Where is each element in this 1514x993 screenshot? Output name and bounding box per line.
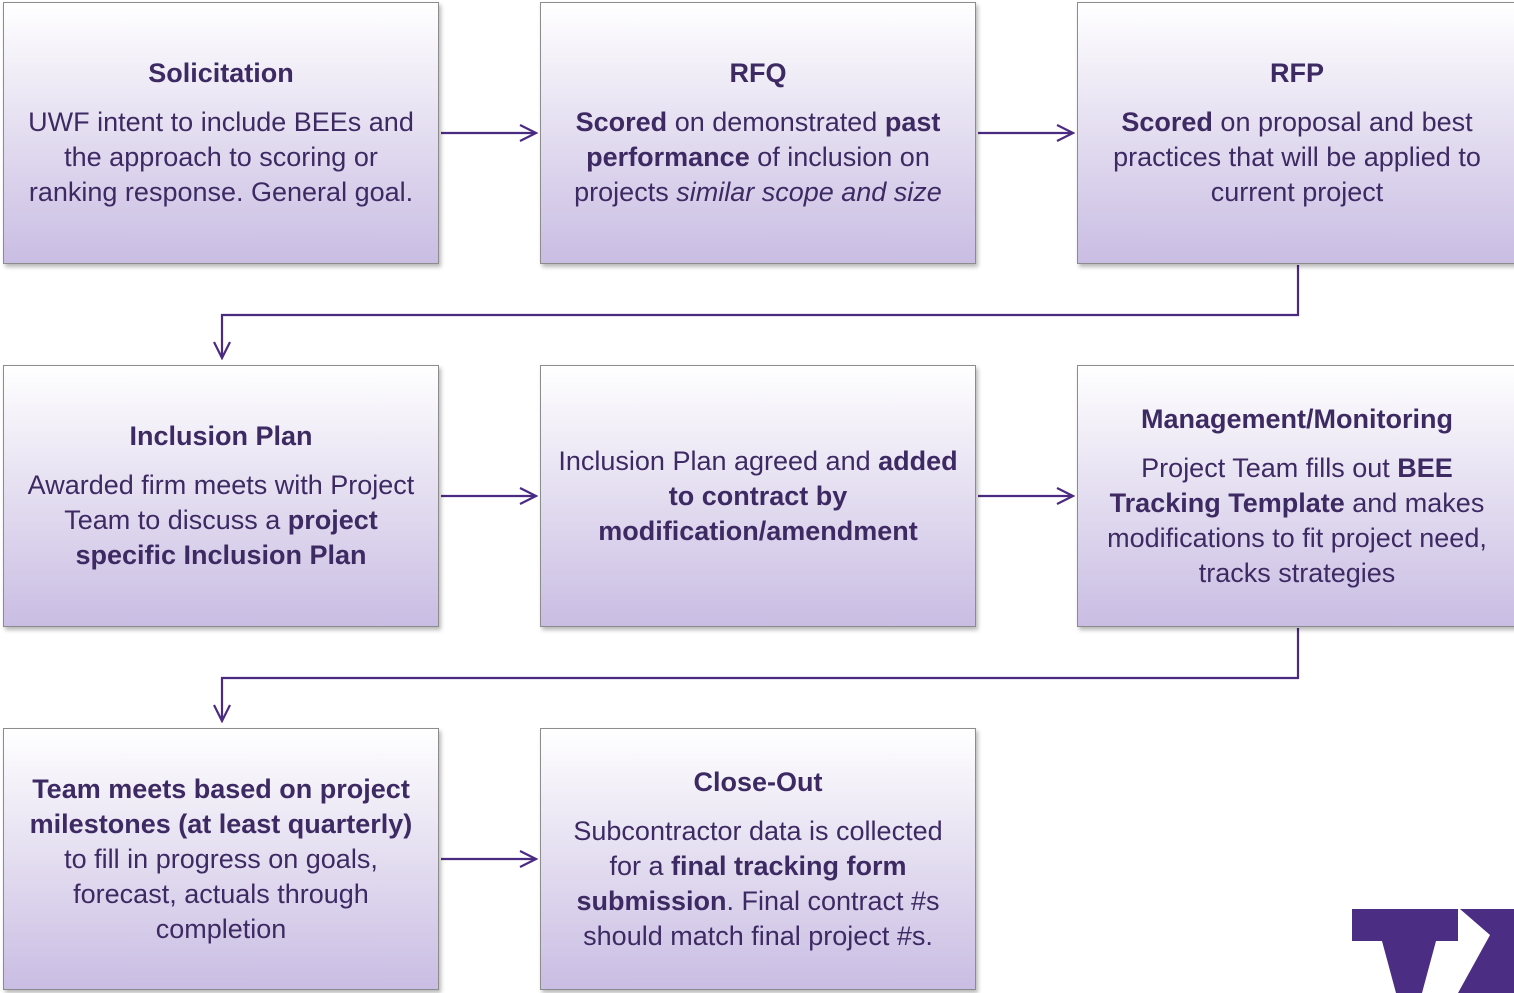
- rfp-text-run: on proposal and best practices that will…: [1113, 107, 1481, 207]
- inclusion-plan-box: Inclusion Plan Awarded firm meets with P…: [3, 365, 439, 627]
- rfp-body: Scored on proposal and best practices th…: [1092, 105, 1502, 210]
- plan-agreed-body: Inclusion Plan agreed and added to contr…: [555, 444, 961, 549]
- uw-w-logo-icon: [1352, 909, 1514, 993]
- rfp-box: RFP Scored on proposal and best practice…: [1077, 2, 1514, 264]
- solicitation-text-run: UWF intent to include BEEs and the appro…: [28, 107, 414, 207]
- rfq-text-run: past performance: [586, 107, 941, 172]
- rfq-text-run: on demonstrated: [667, 107, 885, 137]
- monitoring-text-run: and makes modifications to fit project n…: [1107, 487, 1487, 588]
- monitoring-text-run: Project Team fills out: [1141, 452, 1398, 483]
- rfq-text-run: similar scope and size: [676, 177, 942, 207]
- rfq-text-run: of inclusion on projects: [574, 142, 930, 207]
- closeout-title: Close-Out: [693, 766, 823, 797]
- monitoring-title: Management/Monitoring: [1141, 403, 1453, 434]
- closeout-text-run: final tracking form submission: [576, 850, 907, 916]
- solicitation-body: UWF intent to include BEEs and the appro…: [18, 105, 424, 210]
- closeout-body: Subcontractor data is collected for a fi…: [555, 814, 961, 954]
- inclusion-plan-text-run: Awarded firm meets with Project Team to …: [27, 470, 415, 535]
- solicitation-box: Solicitation UWF intent to include BEEs …: [3, 2, 439, 264]
- rfq-text-run: Scored: [575, 107, 668, 137]
- monitoring-box: Management/Monitoring Project Team fills…: [1077, 365, 1514, 627]
- agreed-text-run: added to contract by modification/amendm…: [598, 445, 958, 546]
- agreed-text-run: Inclusion Plan agreed and: [558, 445, 879, 476]
- solicitation-title: Solicitation: [148, 58, 294, 88]
- monitoring-body: Project Team fills out BEE Tracking Temp…: [1092, 451, 1502, 591]
- rfq-box: RFQ Scored on demonstrated past performa…: [540, 2, 976, 264]
- inclusion-plan-title: Inclusion Plan: [129, 421, 313, 451]
- monitoring-text-run: BEE Tracking Template: [1109, 452, 1453, 518]
- inclusion-plan-text-run: project specific Inclusion Plan: [75, 505, 378, 570]
- team-meets-box: Team meets based on project milestones (…: [3, 728, 439, 990]
- rfq-body: Scored on demonstrated past performance …: [555, 105, 961, 210]
- inclusion-plan-body: Awarded firm meets with Project Team to …: [18, 468, 424, 573]
- closeout-text-run: . Final contract #s should match final p…: [583, 885, 940, 951]
- plan-agreed-box: Inclusion Plan agreed and added to contr…: [540, 365, 976, 627]
- team-meets-text-run: Team meets based on project milestones (…: [29, 773, 413, 839]
- rfp-title: RFP: [1270, 58, 1324, 88]
- team-meets-text-run: to fill in progress on goals, forecast, …: [64, 843, 378, 944]
- closeout-text-run: Subcontractor data is collected for a: [573, 815, 943, 881]
- rfp-text-run: Scored: [1121, 107, 1213, 137]
- arrow-rfp-to-inclusion-plan: [222, 265, 1300, 357]
- rfq-title: RFQ: [729, 58, 787, 88]
- team-meets-body: Team meets based on project milestones (…: [18, 772, 424, 947]
- closeout-box: Close-Out Subcontractor data is collecte…: [540, 728, 976, 990]
- arrow-monitoring-to-team-meets: [222, 628, 1300, 720]
